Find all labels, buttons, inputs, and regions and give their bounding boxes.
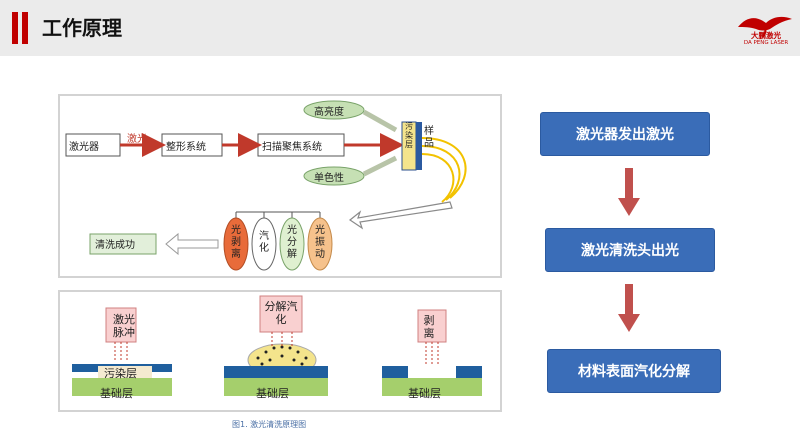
mechanism-vaporization: 汽化 bbox=[259, 231, 269, 254]
peeling-label: 剥离 bbox=[423, 314, 435, 340]
scan-box-label: 扫描聚焦系统 bbox=[262, 142, 322, 153]
layer-process-diagram bbox=[72, 295, 482, 396]
result-box-label: 清洗成功 bbox=[95, 240, 135, 251]
shaping-box-label: 整形系统 bbox=[166, 142, 206, 153]
flow-step-cleaning-head: 激光清洗头出光 bbox=[545, 228, 715, 272]
laser-process-diagram bbox=[65, 100, 467, 271]
header-accent-2 bbox=[22, 12, 28, 44]
laser-pulse-label: 激光脉冲 bbox=[113, 313, 135, 339]
monochromatic-label: 单色性 bbox=[314, 173, 344, 184]
logo-text: 大鹏激光 bbox=[751, 31, 781, 40]
decomposition-vaporization-label: 分解汽化 bbox=[264, 300, 298, 326]
mechanism-photo-vibration: 光振动 bbox=[315, 225, 325, 260]
base-layer-text-3: 基础层 bbox=[408, 387, 441, 400]
eagle-logo-icon bbox=[738, 16, 792, 38]
flow-step-laser-emits: 激光器发出激光 bbox=[540, 112, 710, 156]
pollution-layer-label: 污染层 bbox=[405, 122, 413, 149]
sample-label: 样品 bbox=[424, 126, 434, 149]
beam-label: 激光 bbox=[127, 134, 147, 145]
base-layer-text-1: 基础层 bbox=[100, 387, 133, 400]
base-layer-text-2: 基础层 bbox=[256, 387, 289, 400]
pollution-layer-text: 污染层 bbox=[104, 367, 137, 380]
header-bar bbox=[0, 0, 800, 56]
mechanism-photo-decomposition: 光分解 bbox=[287, 225, 297, 260]
flow-arrow-down-icon bbox=[618, 168, 640, 216]
mechanism-photo-stripping: 光剥离 bbox=[231, 225, 241, 260]
flow-step-surface-vaporization: 材料表面汽化分解 bbox=[547, 349, 721, 393]
header-accent bbox=[12, 12, 18, 44]
flow-arrow-down-icon-2 bbox=[618, 284, 640, 332]
laser-box-label: 激光器 bbox=[69, 142, 99, 153]
page-title: 工作原理 bbox=[42, 16, 122, 40]
figure-caption: 图1. 激光清洗原理图 bbox=[232, 420, 307, 429]
high-brightness-label: 高亮度 bbox=[314, 107, 344, 118]
logo-subtext: DA PENG LASER bbox=[743, 40, 789, 46]
